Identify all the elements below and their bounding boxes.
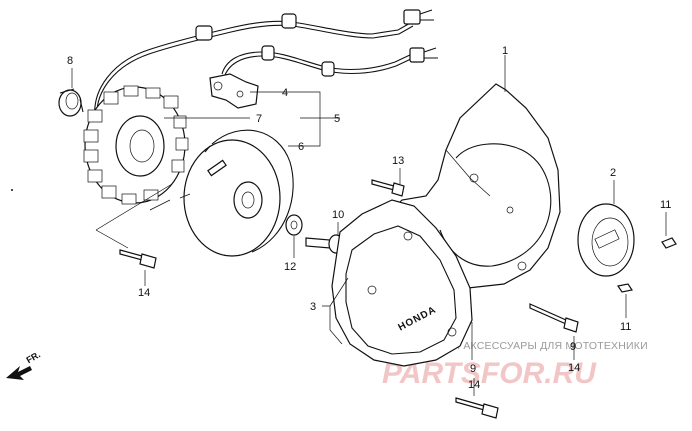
callout-11b: 11 xyxy=(620,321,631,333)
callout-13: 13 xyxy=(392,155,404,167)
direction-label: FR. xyxy=(25,349,43,365)
stray-dot xyxy=(11,189,13,191)
leader-lines xyxy=(71,55,667,396)
flywheel xyxy=(183,129,294,257)
stator xyxy=(83,85,189,205)
callout-7: 7 xyxy=(256,113,262,125)
callout-4: 4 xyxy=(282,87,288,99)
callout-9b: 9 xyxy=(470,363,476,375)
callout-12: 12 xyxy=(284,261,296,273)
wiring-harness xyxy=(94,9,438,119)
callout-1: 1 xyxy=(502,45,508,57)
callout-3: 3 xyxy=(310,301,316,313)
callout-14b: 14 xyxy=(568,362,580,374)
callout-8: 8 xyxy=(67,55,73,67)
bolts xyxy=(119,179,677,419)
callouts: 1 2 3 4 5 6 7 8 9 9 10 11 11 12 13 14 14… xyxy=(67,45,671,391)
front-direction-marker: FR. xyxy=(6,349,42,380)
callout-5: 5 xyxy=(334,113,340,125)
washer xyxy=(285,214,303,236)
callout-6: 6 xyxy=(298,141,304,153)
callout-14: 14 xyxy=(138,287,150,299)
timing-hole-cap xyxy=(577,203,635,277)
generator-cover: HONDA xyxy=(331,199,473,367)
callout-14c: 14 xyxy=(468,379,480,391)
collar xyxy=(58,88,84,117)
callout-9: 9 xyxy=(570,341,576,353)
callout-2: 2 xyxy=(610,167,616,179)
callout-10: 10 xyxy=(332,209,344,221)
callout-11: 11 xyxy=(660,199,671,211)
